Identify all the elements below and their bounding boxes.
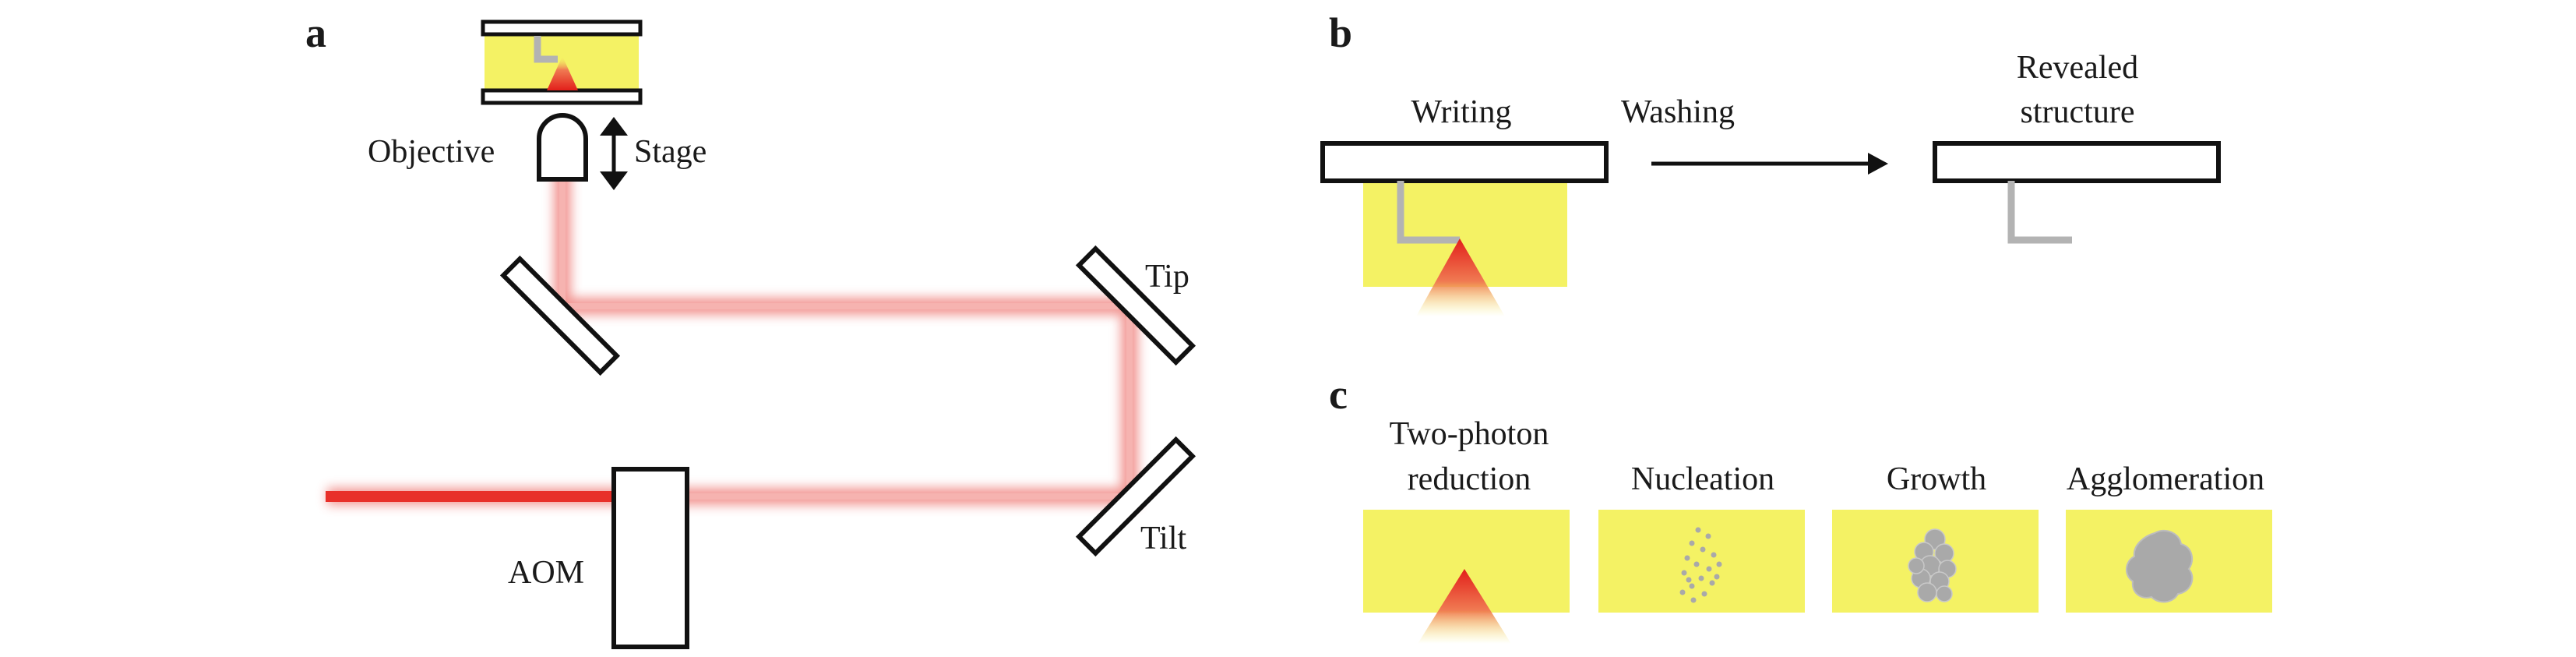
agglomerate-particle bbox=[2126, 529, 2194, 603]
two-photon-label-line1: Two-photon bbox=[1390, 416, 1549, 452]
tip-label: Tip bbox=[1145, 259, 1189, 295]
tilt-label: Tilt bbox=[1140, 521, 1187, 556]
stage-double-arrow-icon bbox=[600, 117, 628, 190]
panel-b-letter: b bbox=[1329, 9, 1352, 56]
revealed-label-line2: structure bbox=[2021, 94, 2135, 130]
laser-focus-icon bbox=[547, 56, 578, 90]
growth-particles bbox=[1908, 528, 1957, 602]
revealed-label-line1: Revealed bbox=[2017, 50, 2138, 86]
nucleation-particles bbox=[1679, 527, 1722, 603]
washing-label: Washing bbox=[1621, 94, 1735, 130]
tilt-mirror bbox=[1075, 436, 1196, 557]
writing-label: Writing bbox=[1411, 94, 1512, 130]
panel-a: a AOM Tip Tilt Objective Stage bbox=[305, 9, 1196, 649]
sample-cell bbox=[481, 19, 643, 105]
objective-label: Objective bbox=[368, 134, 495, 170]
revealed-structure bbox=[2007, 181, 2072, 244]
steering-mirror bbox=[499, 255, 621, 376]
panel-c: c Two-photon reduction Nucleation Growth… bbox=[1329, 371, 2272, 644]
stage-label: Stage bbox=[634, 134, 707, 170]
writing-structure bbox=[1397, 181, 1460, 244]
aom-box bbox=[611, 467, 689, 649]
panel-b: b Writing Washing Revealed structure bbox=[1320, 9, 2221, 316]
agglomeration-label: Agglomeration bbox=[2067, 461, 2264, 497]
panel-c-letter: c bbox=[1329, 371, 1348, 418]
aom-label: AOM bbox=[508, 555, 584, 591]
writing-substrate bbox=[1320, 141, 1609, 183]
laser-beam bbox=[326, 170, 1138, 505]
revealed-substrate bbox=[1933, 141, 2221, 183]
tip-mirror bbox=[1075, 245, 1196, 366]
objective-lens bbox=[537, 113, 588, 182]
writing-laser-focus-icon bbox=[1416, 238, 1505, 316]
growth-label: Growth bbox=[1887, 461, 1986, 497]
nucleation-sample bbox=[1598, 510, 1805, 613]
nucleation-label: Nucleation bbox=[1631, 461, 1774, 497]
two-photon-laser-focus-icon bbox=[1418, 569, 1511, 644]
two-photon-label-line2: reduction bbox=[1408, 461, 1531, 497]
panel-a-letter: a bbox=[305, 9, 326, 56]
